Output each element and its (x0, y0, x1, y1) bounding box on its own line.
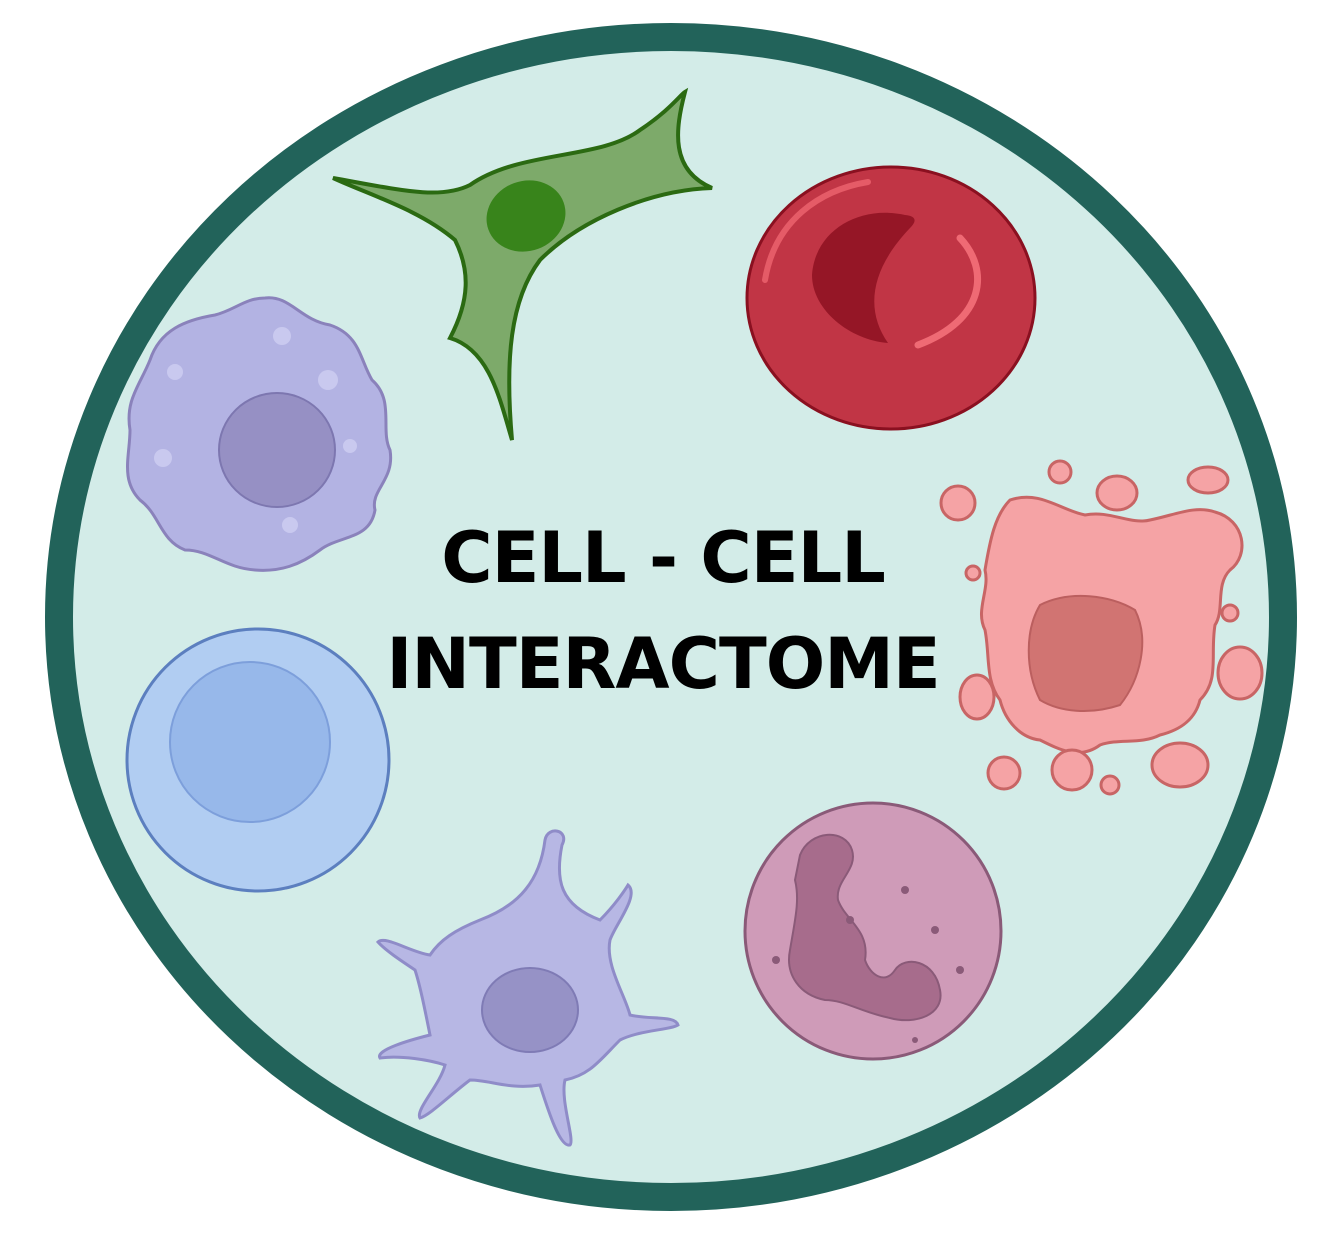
title-line-1: CELL - CELL (441, 517, 885, 599)
neutrophil-cell-icon (743, 801, 1003, 1061)
activated-cell-icon (939, 459, 1264, 796)
title-line-2: INTERACTOME (386, 623, 939, 705)
macrophage-cell-icon (126, 296, 393, 572)
lymphocyte-cell-icon (125, 627, 391, 893)
red-blood-cell-icon (745, 165, 1037, 431)
dendritic-cell-icon (375, 829, 680, 1147)
fibroblast-cell-icon (332, 87, 713, 441)
